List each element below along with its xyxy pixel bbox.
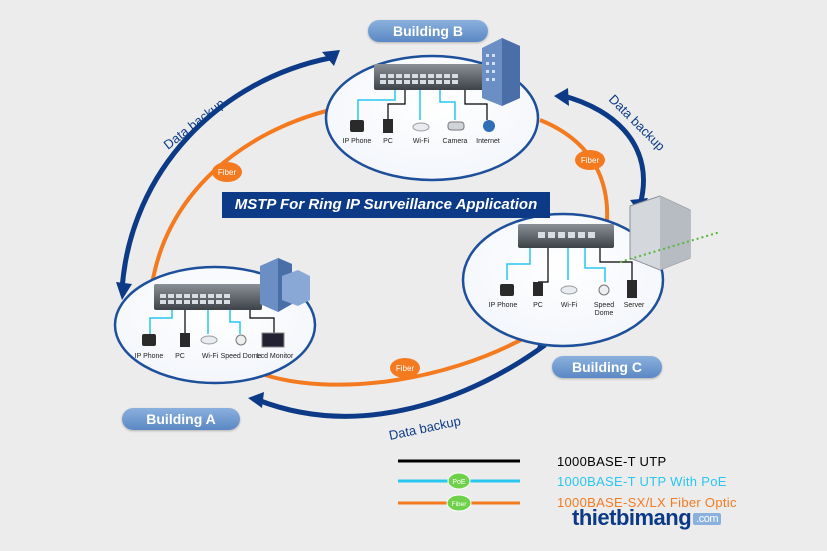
building-a-label: Building A: [122, 408, 240, 430]
wifi-ap-icon: [412, 122, 430, 132]
watermark-tld: .com: [693, 513, 722, 525]
monitor-icon: [261, 332, 285, 348]
svg-text:PoE: PoE: [452, 479, 466, 486]
svg-text:Internet: Internet: [476, 138, 500, 145]
internet-icon: [483, 120, 495, 132]
building-b-icon: [482, 38, 520, 106]
svg-text:Camera: Camera: [443, 138, 468, 145]
svg-text:Fiber: Fiber: [452, 501, 468, 508]
wifi-ap-icon: [560, 285, 578, 295]
speed-dome-icon: [598, 284, 610, 296]
data-backup-label-bottom: Data backup: [388, 413, 463, 443]
fiber-badge-bottom: Fiber: [390, 358, 420, 378]
building-a-cluster: IP Phone PC Wi-Fi Speed Dome Lcd Monitor: [113, 258, 317, 385]
svg-text:Lcd Monitor: Lcd Monitor: [257, 353, 294, 360]
svg-text:Fiber: Fiber: [581, 156, 600, 165]
fiber-badge-right: Fiber: [575, 150, 605, 170]
svg-text:IP Phone: IP Phone: [489, 302, 518, 309]
fiber-badge-left: Fiber: [212, 162, 242, 182]
svg-text:PC: PC: [533, 302, 543, 309]
svg-text:IP Phone: IP Phone: [135, 353, 164, 360]
server-icon: [627, 280, 637, 298]
svg-text:PC: PC: [383, 138, 393, 145]
legend-graphics: PoE Fiber: [398, 459, 520, 512]
svg-text:Fiber: Fiber: [396, 364, 415, 373]
svg-text:PC: PC: [175, 353, 185, 360]
pc-icon: [533, 282, 543, 296]
svg-text:Wi-Fi: Wi-Fi: [413, 138, 430, 145]
ip-phone-icon: [350, 120, 364, 132]
building-c-label: Building C: [552, 356, 662, 378]
building-c-icon: [619, 195, 721, 271]
backup-arrows: [116, 50, 648, 419]
building-b-label: Building B: [368, 20, 488, 42]
svg-text:IP Phone: IP Phone: [343, 138, 372, 145]
building-a-icon: [260, 258, 310, 312]
watermark-logo: thietbimang.com: [572, 505, 722, 531]
arrow-head-left: [116, 282, 132, 300]
legend-fiber-label: 1000BASE-SX/LX Fiber Optic: [557, 495, 737, 510]
ip-phone-icon: [142, 334, 156, 346]
ip-phone-icon: [500, 284, 514, 296]
watermark-name: thietbimang: [572, 505, 692, 530]
pc-icon: [180, 333, 190, 347]
pc-icon: [383, 119, 393, 133]
switch-icon: [518, 224, 614, 248]
wifi-ap-icon: [200, 335, 218, 345]
data-backup-label-left: Data backup: [161, 96, 228, 153]
svg-text:Wi-Fi: Wi-Fi: [561, 302, 578, 309]
svg-text:Wi-Fi: Wi-Fi: [202, 353, 219, 360]
svg-text:Fiber: Fiber: [218, 168, 237, 177]
svg-text:Server: Server: [624, 302, 645, 309]
building-b-cluster: IP Phone PC Wi-Fi Camera Internet: [324, 38, 540, 182]
diagram-title: MSTP For Ring IP Surveillance Applicatio…: [222, 192, 550, 218]
legend-poe-label: 1000BASE-T UTP With PoE: [557, 474, 727, 489]
camera-icon: [447, 121, 465, 131]
svg-text:Speed Dome: Speed Dome: [221, 353, 262, 360]
legend-utp-label: 1000BASE-T UTP: [557, 454, 667, 469]
speed-dome-icon: [235, 334, 247, 346]
